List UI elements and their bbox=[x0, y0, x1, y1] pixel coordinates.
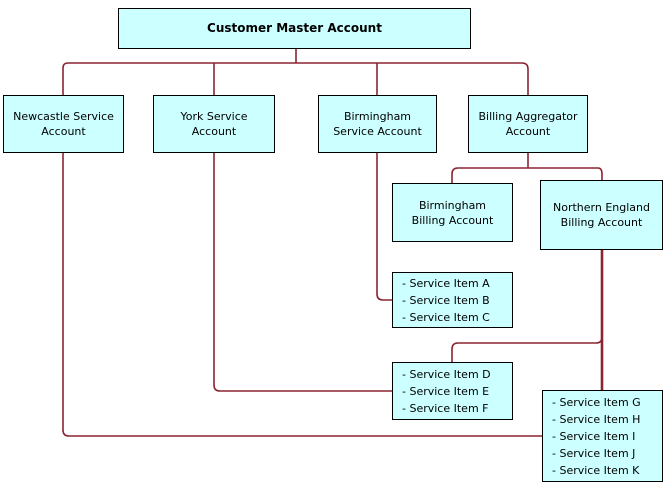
node-label: - Service Item D - Service Item E - Serv… bbox=[402, 367, 491, 415]
edge-bus-to-aggregator bbox=[521, 62, 529, 95]
node-service-items-ghijk[interactable]: - Service Item G - Service Item H - Serv… bbox=[542, 390, 663, 482]
node-label: Billing Aggregator Account bbox=[478, 110, 578, 138]
edge-aggregator-to-birmingham-billing bbox=[451, 167, 459, 183]
node-label: - Service Item G - Service Item H - Serv… bbox=[552, 395, 641, 477]
node-birmingham-service-account[interactable]: Birmingham Service Account bbox=[318, 95, 437, 153]
edge-bus-to-newcastle bbox=[62, 62, 69, 95]
node-label: Birmingham Service Account bbox=[333, 110, 422, 138]
node-label: Northern England Billing Account bbox=[553, 201, 650, 229]
node-label: York Service Account bbox=[180, 110, 248, 138]
node-york-service-account[interactable]: York Service Account bbox=[153, 95, 275, 153]
node-service-items-abc[interactable]: - Service Item A - Service Item B - Serv… bbox=[392, 272, 513, 328]
edge-york-to-items-def bbox=[213, 153, 392, 392]
node-birmingham-billing-account[interactable]: Birmingham Billing Account bbox=[392, 183, 513, 242]
edge-birmingham-to-items-abc bbox=[376, 153, 392, 301]
node-label: Customer Master Account bbox=[207, 21, 382, 35]
node-customer-master-account[interactable]: Customer Master Account bbox=[118, 8, 471, 49]
node-northern-england-billing-account[interactable]: Northern England Billing Account bbox=[540, 180, 663, 250]
node-label: Newcastle Service Account bbox=[13, 110, 114, 138]
node-service-items-def[interactable]: - Service Item D - Service Item E - Serv… bbox=[392, 362, 513, 420]
node-newcastle-service-account[interactable]: Newcastle Service Account bbox=[3, 95, 124, 153]
node-billing-aggregator-account[interactable]: Billing Aggregator Account bbox=[468, 95, 588, 153]
node-label: Birmingham Billing Account bbox=[411, 198, 494, 227]
edge-aggregator-to-northern-billing bbox=[597, 167, 603, 180]
node-label: - Service Item A - Service Item B - Serv… bbox=[402, 276, 490, 324]
edge-items-def-riser bbox=[451, 336, 603, 362]
